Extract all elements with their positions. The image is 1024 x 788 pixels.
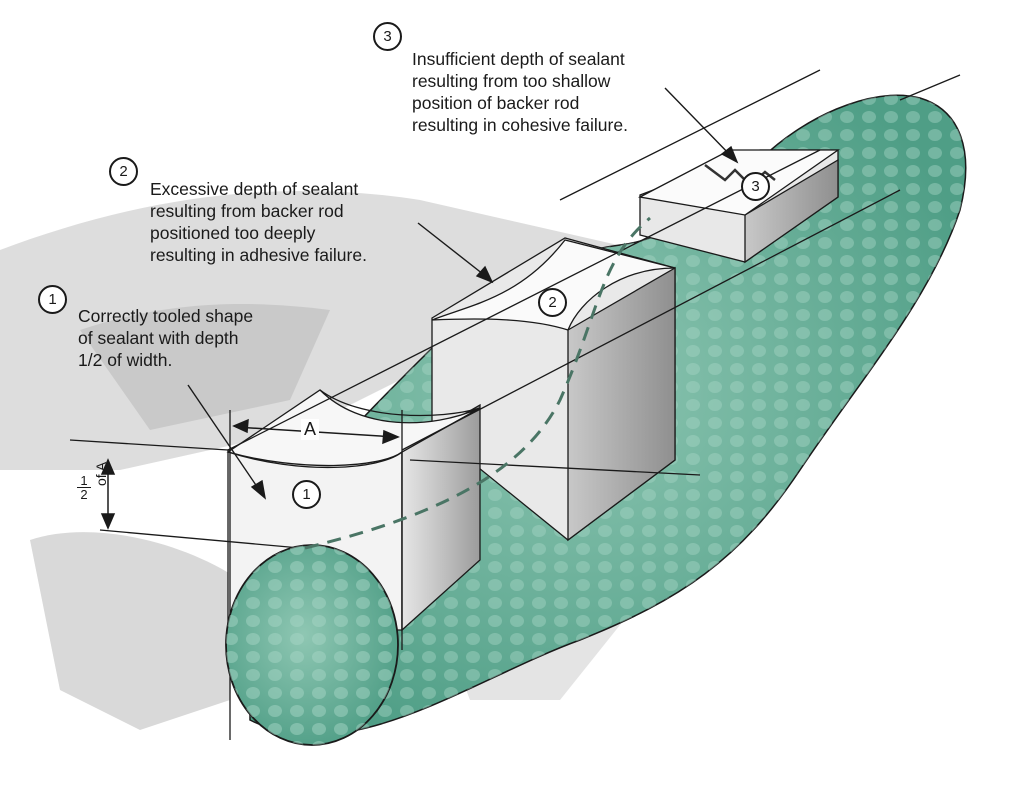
backer-rod-hidden-outline: [304, 216, 651, 550]
callout-3-text: Insufficient depth of sealant resulting …: [412, 48, 628, 136]
depth-numerator: 1: [77, 474, 91, 488]
section-1-badge: 1: [292, 480, 321, 509]
callout-2-text: Excessive depth of sealant resulting fro…: [150, 178, 367, 266]
width-label: A: [301, 419, 320, 440]
callout-2-line: resulting from backer rod: [150, 201, 344, 221]
callout-3-line: resulting from too shallow: [412, 71, 611, 91]
depth-fraction: 1 2: [77, 474, 91, 501]
callout-1-text: Correctly tooled shape of sealant with d…: [78, 305, 253, 371]
section-3-badge: 3: [741, 172, 770, 201]
leader-lines: [187, 87, 739, 500]
callout-2-line: positioned too deeply: [150, 223, 316, 243]
callout-3-line: position of backer rod: [412, 93, 580, 113]
callout-2-line: resulting in adhesive failure.: [150, 245, 367, 265]
callout-1-line: Correctly tooled shape: [78, 306, 254, 326]
section-2-badge: 2: [538, 288, 567, 317]
callout-2-badge: 2: [109, 157, 138, 186]
depth-dimension: [100, 458, 116, 530]
callout-1-badge: 1: [38, 285, 67, 314]
depth-denominator: 2: [80, 487, 88, 502]
callout-1-line: 1/2 of width.: [78, 350, 173, 370]
backer-rod-cross-section: [225, 544, 399, 746]
joint-edges: [69, 69, 961, 740]
callout-3-line: resulting in cohesive failure.: [412, 115, 628, 135]
callout-3-badge: 3: [373, 22, 402, 51]
callout-2-line: Excessive depth of sealant: [150, 179, 359, 199]
callout-3-line: Insufficient depth of sealant: [412, 49, 625, 69]
depth-suffix: of A: [93, 461, 109, 486]
callout-1-line: of sealant with depth: [78, 328, 239, 348]
